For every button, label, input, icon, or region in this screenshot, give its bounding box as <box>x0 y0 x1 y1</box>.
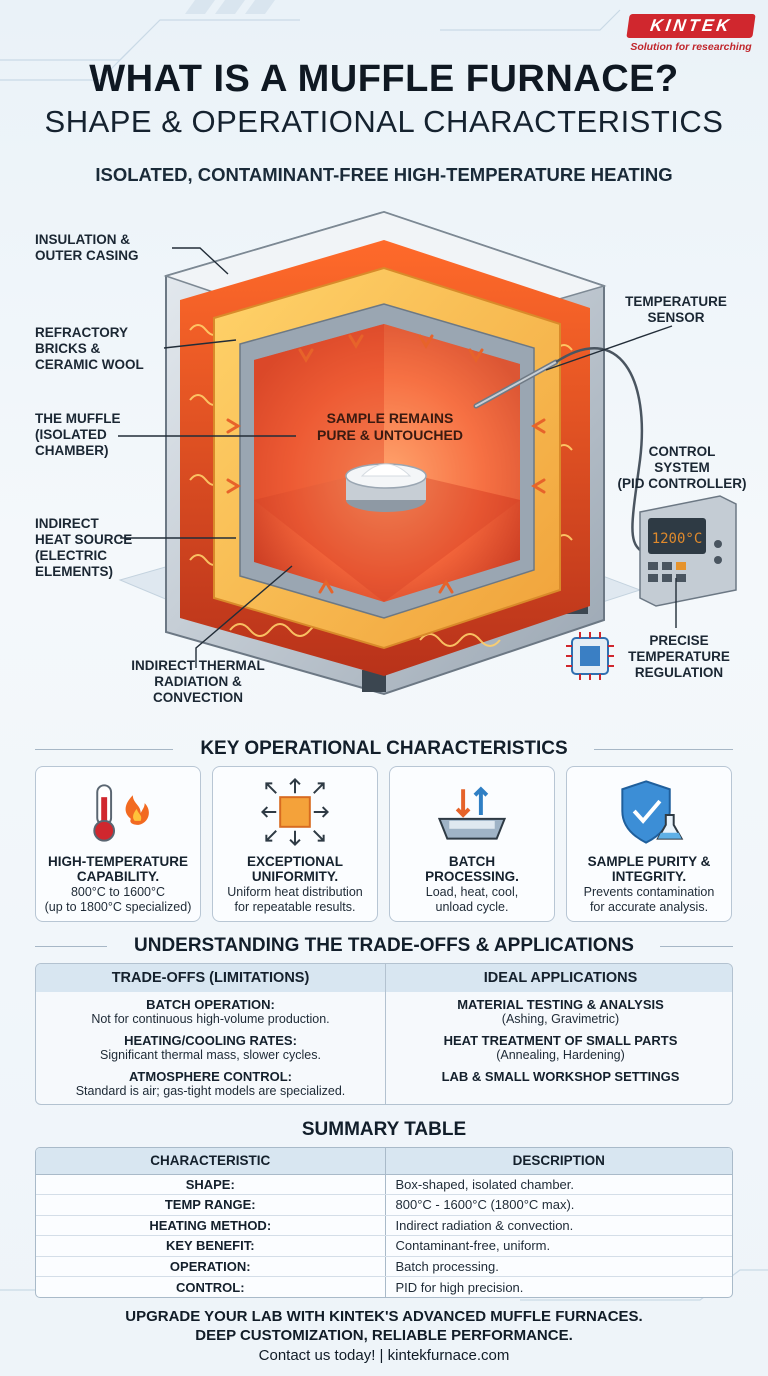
label-insulation: INSULATION & OUTER CASING <box>35 232 139 263</box>
shield-flask-icon <box>621 780 684 844</box>
summary-table: CHARACTERISTIC DESCRIPTION SHAPE: Box-sh… <box>35 1147 733 1298</box>
label-refractory: REFRACTORY BRICKS & CERAMIC WOOL <box>35 325 144 372</box>
label-radiation: INDIRECT THERMAL RADIATION & CONVECTION <box>131 658 265 705</box>
limitation-title: HEATING/COOLING RATES: <box>124 1033 297 1048</box>
card-desc: Prevents contamination for accurate anal… <box>583 885 715 914</box>
brand-tagline: Solution for researching <box>630 41 752 53</box>
tradeoffs-title: UNDERSTANDING THE TRADE-OFFS & APPLICATI… <box>134 935 634 956</box>
heading-rule-right <box>660 946 733 947</box>
table-row: SHAPE: Box-shaped, isolated chamber. <box>36 1174 732 1195</box>
application-title: MATERIAL TESTING & ANALYSIS <box>457 997 664 1012</box>
characteristics-title: KEY OPERATIONAL CHARACTERISTICS <box>200 738 568 759</box>
brand-name: KINTEK <box>626 14 756 38</box>
row-key: KEY BENEFIT: <box>36 1235 386 1257</box>
application-title: LAB & SMALL WORKSHOP SETTINGS <box>441 1069 680 1084</box>
row-value: Batch processing. <box>385 1256 732 1277</box>
table-row: HEATING METHOD: Indirect radiation & con… <box>36 1215 732 1236</box>
applications-list: MATERIAL TESTING & ANALYSIS (Ashing, Gra… <box>386 997 732 1084</box>
uniform-heat-icon <box>261 777 329 846</box>
column-header: DESCRIPTION <box>385 1148 732 1175</box>
row-value: Indirect radiation & convection. <box>385 1215 732 1236</box>
card-desc: Load, heat, cool, unload cycle. <box>425 885 519 914</box>
card-sample-purity: SAMPLE PURITY & INTEGRITY. Prevents cont… <box>566 766 732 922</box>
card-title: EXCEPTIONAL UNIFORMITY. <box>246 854 343 884</box>
column-header: CHARACTERISTIC <box>36 1148 386 1175</box>
table-row: KEY BENEFIT: Contaminant-free, uniform. <box>36 1235 732 1257</box>
heading-rule-right <box>594 749 733 750</box>
label-muffle: THE MUFFLE (ISOLATED CHAMBER) <box>35 411 121 458</box>
row-key: CONTROL: <box>36 1276 386 1297</box>
application-desc: (Ashing, Gravimetric) <box>501 1012 620 1026</box>
cta-line-2: DEEP CUSTOMIZATION, RELIABLE PERFORMANCE… <box>195 1327 573 1344</box>
limitations-list: BATCH OPERATION: Not for continuous high… <box>36 997 385 1104</box>
label-control: CONTROL SYSTEM (PID CONTROLLER) <box>617 444 747 491</box>
cta-line-1: UPGRADE YOUR LAB WITH KINTEK'S ADVANCED … <box>125 1308 643 1325</box>
row-value: Contaminant-free, uniform. <box>385 1235 732 1257</box>
batch-tray-icon <box>437 786 507 840</box>
limitation-desc: Standard is air; gas-tight models are sp… <box>75 1084 346 1098</box>
application-title: HEAT TREATMENT OF SMALL PARTS <box>443 1033 678 1048</box>
limitation-desc: Significant thermal mass, slower cycles. <box>100 1048 321 1062</box>
column-divider <box>385 964 386 1104</box>
row-value: 800°C - 1600°C (1800°C max). <box>385 1194 732 1216</box>
card-desc: 800°C to 1600°C (up to 1800°C specialize… <box>44 885 192 914</box>
heading-rule-left <box>35 749 173 750</box>
chip-icon <box>566 632 614 680</box>
page-title: WHAT IS A MUFFLE FURNACE? <box>89 58 679 100</box>
contact-link[interactable]: Contact us today! | kintekfurnace.com <box>258 1347 510 1364</box>
tradeoffs-heading: UNDERSTANDING THE TRADE-OFFS & APPLICATI… <box>0 935 768 957</box>
thermometer-flame-icon <box>93 784 149 842</box>
card-title: SAMPLE PURITY & INTEGRITY. <box>587 854 711 884</box>
row-key: TEMP RANGE: <box>36 1194 386 1216</box>
label-heat-source: INDIRECT HEAT SOURCE (ELECTRIC ELEMENTS) <box>35 516 133 579</box>
row-value: PID for high precision. <box>395 1279 524 1295</box>
card-batch-processing: BATCH PROCESSING. Load, heat, cool, unlo… <box>389 766 555 922</box>
tradeoffs-panel: TRADE-OFFS (LIMITATIONS) IDEAL APPLICATI… <box>35 963 733 1105</box>
card-title: BATCH PROCESSING. <box>425 854 519 884</box>
furnace-illustration <box>118 210 737 696</box>
kintek-logo: KINTEK Solution for researching <box>626 14 756 53</box>
limitation-desc: Not for continuous high-volume productio… <box>91 1012 330 1026</box>
limitation-title: ATMOSPHERE CONTROL: <box>129 1069 292 1084</box>
table-row: OPERATION: Batch processing. <box>36 1256 732 1277</box>
page-tagline: ISOLATED, CONTAMINANT-FREE HIGH-TEMPERAT… <box>95 164 673 185</box>
summary-heading: SUMMARY TABLE <box>301 1119 467 1140</box>
row-key: HEATING METHOD: <box>36 1215 386 1236</box>
table-header-row: CHARACTERISTIC DESCRIPTION <box>36 1148 732 1175</box>
row-key: OPERATION: <box>36 1256 386 1277</box>
application-desc: (Annealing, Hardening) <box>496 1048 625 1062</box>
card-uniformity: EXCEPTIONAL UNIFORMITY. Uniform heat dis… <box>212 766 378 922</box>
card-title: HIGH-TEMPERATURE CAPABILITY. <box>48 854 188 884</box>
page-subtitle: SHAPE & OPERATIONAL CHARACTERISTICS <box>44 104 724 139</box>
characteristics-heading: KEY OPERATIONAL CHARACTERISTICS <box>0 738 768 760</box>
applications-header: IDEAL APPLICATIONS <box>386 964 732 992</box>
heading-rule-left <box>35 946 107 947</box>
row-key: SHAPE: <box>36 1174 386 1195</box>
table-row: CONTROL: PID for high precision. <box>36 1276 732 1297</box>
card-high-temperature: HIGH-TEMPERATURE CAPABILITY. 800°C to 16… <box>35 766 201 922</box>
limitation-title: BATCH OPERATION: <box>146 997 275 1012</box>
label-sensor: TEMPERATURE SENSOR <box>625 294 727 325</box>
limitations-header: TRADE-OFFS (LIMITATIONS) <box>36 964 385 992</box>
furnace-diagram: INSULATION & OUTER CASING REFRACTORY BRI… <box>0 200 768 740</box>
table-row: TEMP RANGE: 800°C - 1600°C (1800°C max). <box>36 1194 732 1216</box>
row-value: Box-shaped, isolated chamber. <box>385 1174 732 1195</box>
controller-display: 1200°C <box>651 531 703 547</box>
card-desc: Uniform heat distribution for repeatable… <box>227 885 363 914</box>
label-regulation: PRECISE TEMPERATURE REGULATION <box>628 633 730 680</box>
label-sample: SAMPLE REMAINS PURE & UNTOUCHED <box>317 410 463 443</box>
